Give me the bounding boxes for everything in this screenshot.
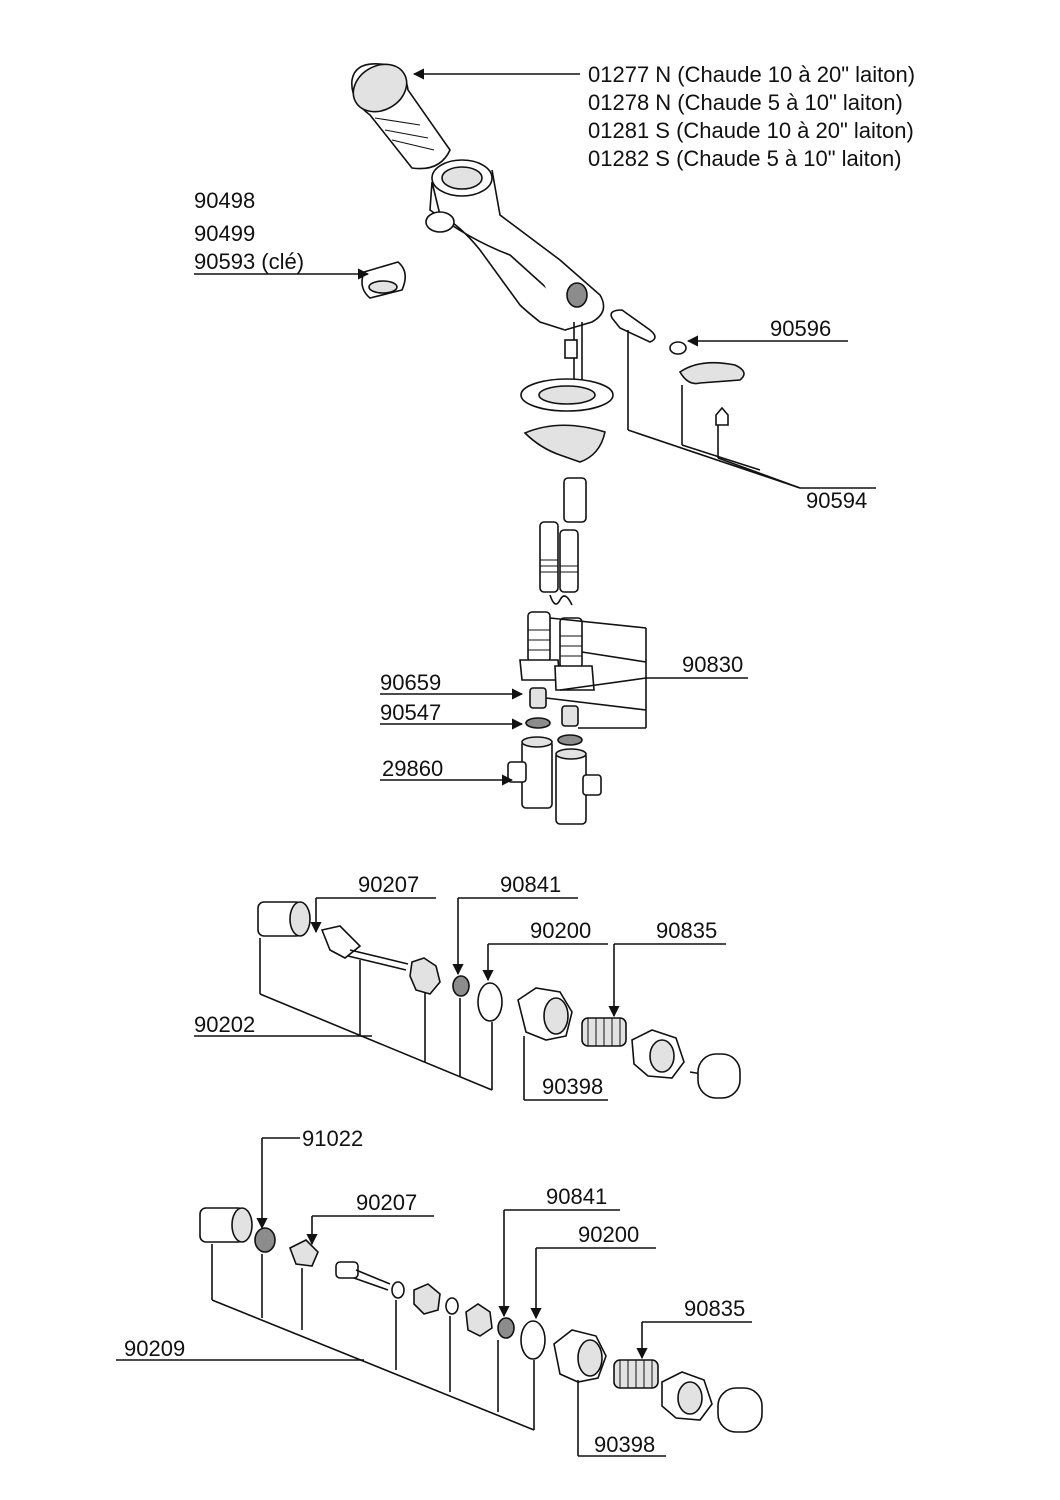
filter-ref: 90659 (380, 670, 441, 695)
filter-part (529, 687, 547, 709)
hoses-ref: 90830 (682, 652, 743, 677)
cartridge-2-spindle (335, 1261, 391, 1291)
head-ref-4: 01282 S (Chaude 5 à 10" laiton) (588, 146, 902, 171)
cartridge-1-washer (452, 975, 470, 997)
c1-oring-ref: 90200 (530, 918, 591, 943)
c2-spring-ref: 90835 (684, 1296, 745, 1321)
c2-cap-ref: 91022 (302, 1126, 363, 1151)
seal-callout: 90547 (380, 700, 524, 730)
c1-screw-ref: 90207 (358, 872, 419, 897)
head-ref-3: 01281 S (Chaude 10 à 20" laiton) (588, 118, 914, 143)
cartridge-2-screw-head (288, 1239, 319, 1267)
seal-ref: 90547 (380, 700, 441, 725)
head-callout: 01277 N (Chaude 10 à 20" laiton) 01278 N… (412, 62, 915, 171)
c2-washer-ref: 90841 (546, 1184, 607, 1209)
cartridge-1-spindle (320, 925, 409, 971)
cartridge-1-parts (257, 901, 741, 1099)
faucet-assembly (351, 63, 745, 825)
aerator-part (361, 261, 406, 299)
c1-spring-ref: 90835 (656, 918, 717, 943)
cartridge-1-spring (581, 1017, 627, 1047)
seal-part (525, 717, 551, 729)
cartridge-1-button (689, 1053, 741, 1099)
valves-ref: 29860 (382, 756, 443, 781)
cartridge-2-oring (520, 1320, 546, 1360)
aerator-callout: 90498 90499 90593 (clé) (194, 188, 370, 280)
threaded-sleeve (563, 477, 587, 523)
cartridge-1-nut (517, 987, 573, 1041)
c1-nut-ref: 90398 (542, 1074, 603, 1099)
cartridge-1-callouts: 90207 90841 90200 90835 90202 90398 (194, 872, 726, 1101)
cartridge-1-star-nut (409, 957, 441, 995)
cartridge-1-body (631, 1029, 685, 1079)
head-ref-1: 01277 N (Chaude 10 à 20" laiton) (588, 62, 915, 87)
cartridge-2-sleeve (199, 1207, 253, 1243)
aerator-ref-3: 90593 (clé) (194, 249, 304, 274)
horseshoe-washer (523, 424, 606, 463)
c2-oring-ref: 90200 (578, 1222, 639, 1247)
cartridge-2-washer (497, 1317, 515, 1339)
ring-callout: 90596 (686, 316, 848, 347)
c1-washer-ref: 90841 (500, 872, 561, 897)
cartridge-2-nut-small (413, 1283, 441, 1315)
hoses-callout: 90830 (545, 617, 748, 729)
push-button-head (351, 63, 451, 170)
head-ref-2: 01278 N (Chaude 5 à 10" laiton) (588, 90, 903, 115)
cartridge-2-parts (199, 1207, 763, 1433)
ring-ref: 90596 (770, 316, 831, 341)
c2-kit-ref: 90209 (124, 1336, 185, 1361)
check-valves (507, 736, 602, 825)
cartridge-2-button (717, 1387, 763, 1433)
lever-kit-callout: 90594 (627, 330, 876, 513)
lever-kit-ref: 90594 (806, 488, 867, 513)
c2-screw-ref: 90207 (356, 1190, 417, 1215)
c1-kit-ref: 90202 (194, 1012, 255, 1037)
aerator-ref-2: 90499 (194, 221, 255, 246)
cartridge-2-cap (254, 1227, 276, 1253)
flexible-hoses (519, 521, 595, 691)
cartridge-2-spring (613, 1359, 659, 1389)
cartridge-2-body (661, 1371, 713, 1421)
filter-callout: 90659 (380, 670, 524, 700)
lever-kit-parts (610, 309, 745, 426)
aerator-ref-1: 90498 (194, 188, 255, 213)
cartridge-2-nut (553, 1329, 607, 1383)
cartridge-1-sleeve (257, 901, 311, 937)
cartridge-2-callouts: 91022 90207 90841 90200 90835 90209 9039… (116, 1126, 752, 1457)
valves-callout: 29860 (380, 756, 514, 786)
cartridge-2-star-nut (465, 1303, 493, 1337)
faucet-body (425, 159, 605, 331)
c2-nut-ref: 90398 (594, 1432, 655, 1457)
cartridge-1-oring (477, 982, 503, 1022)
